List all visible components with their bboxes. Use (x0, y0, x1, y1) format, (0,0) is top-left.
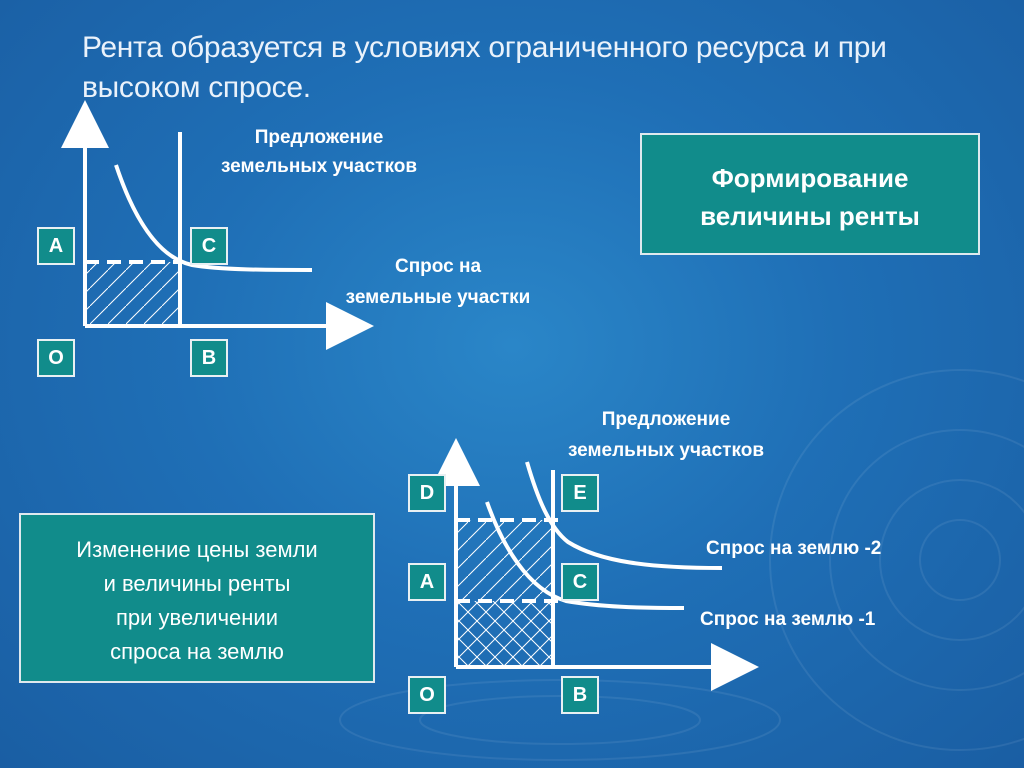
price-change-line3: при увеличении (115, 605, 279, 630)
demand-label-1-line1: Спрос на (394, 256, 482, 277)
supply-label-1-line2: земельных участков (220, 156, 417, 177)
price-change-line2: и величины ренты (103, 571, 291, 596)
rent-area (85, 262, 180, 326)
point-a2-label: A (408, 563, 446, 601)
demand-label-1-line2: земельные участки (345, 287, 531, 308)
supply-label-1-line1: Предложение (254, 127, 384, 148)
page-title: Рента образуется в условиях ограниченног… (82, 31, 887, 104)
point-c2-label: C (561, 563, 599, 601)
rent-formation-line1: Формирование (711, 163, 909, 193)
point-b-label: B (190, 339, 228, 377)
point-d-label: D (408, 474, 446, 512)
supply-label-2-line2: земельных участков (567, 440, 764, 461)
demand2-label: Спрос на землю -2 (706, 538, 882, 559)
price-change-line1: Изменение цены земли (76, 537, 318, 562)
demand-curve-2 (525, 461, 723, 570)
point-e-label: E (561, 474, 599, 512)
rent-base-crosshatch (456, 601, 553, 667)
rent-formation-box: Формирование величины ренты (640, 133, 980, 255)
point-b2-label: B (561, 676, 599, 714)
price-change-box: Изменение цены земли и величины ренты пр… (19, 513, 375, 683)
point-a-label: A (37, 227, 75, 265)
point-o2-label: O (408, 676, 446, 714)
point-o-label: O (37, 339, 75, 377)
supply-label-2: Предложение земельных участков (526, 404, 806, 466)
demand-label-1: Спрос на земельные участки (318, 251, 558, 313)
price-change-line4: спроса на землю (110, 639, 284, 664)
point-c-label: C (190, 227, 228, 265)
supply-label-2-line1: Предложение (601, 409, 731, 430)
rent-increase-area (456, 520, 553, 601)
rent-formation-line2: величины ренты (700, 201, 920, 231)
demand1-label: Спрос на землю -1 (700, 609, 876, 630)
supply-label-1: Предложение земельных участков (184, 123, 454, 181)
